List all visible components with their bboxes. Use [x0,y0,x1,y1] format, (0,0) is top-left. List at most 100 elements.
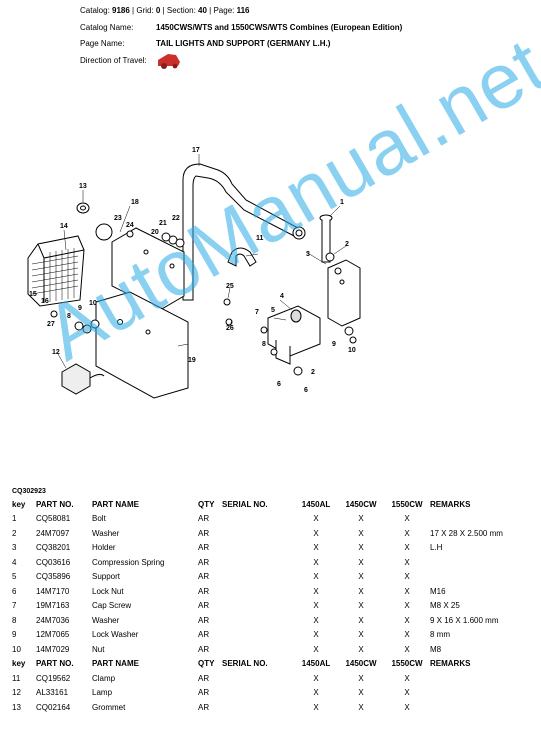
cell-rem: 8 mm [430,630,450,640]
column-header: SERIAL NO. [222,659,268,669]
callout-6: 6 [304,387,308,394]
cell-serial [222,555,294,570]
direction-line: Direction of Travel: [80,56,147,65]
support-bracket-part [267,305,321,365]
cell-a: X [313,557,319,567]
callout-4: 4 [280,293,284,300]
column-header: PART NAME [92,499,139,509]
column-header: key [12,659,26,669]
catalog-name-line: Catalog Name: 1450CWS/WTS and 1550CWS/WTS… [80,23,402,32]
callout-25: 25 [226,283,234,290]
direction-of-travel-icon [158,54,180,69]
cell-serial [222,686,294,701]
callout-26: 26 [226,325,234,332]
catalog-info-line: Catalog: 9186 | Grid: 0 | Section: 40 | … [80,6,250,15]
cell-qty: AR [198,543,210,553]
cell-b: X [358,688,364,698]
cell-b: X [358,615,364,625]
support-plate-part [95,291,189,399]
cell-name: Lock Washer [92,630,139,640]
cell-serial [222,512,294,527]
hardware-parts [50,230,357,376]
cell-serial [222,570,294,585]
catalog-label: Catalog: [80,6,113,15]
page-number: 116 [236,6,250,15]
callout-13: 13 [79,183,87,190]
cell-rem: M16 [430,586,446,596]
cell-key: 13 [12,702,21,712]
callout-10b: 10 [89,300,97,307]
cell-key: 7 [12,601,17,611]
callout-8: 8 [262,341,266,348]
cell-b: X [358,644,364,654]
cell-c: X [404,615,410,625]
callout-1: 1 [340,199,344,206]
section-number: 40 [198,6,207,15]
support-bar-part [182,163,306,301]
mounting-plate-part [111,227,185,311]
cell-rem [430,570,532,585]
column-header: PART NO. [36,499,74,509]
cell-c: X [404,644,410,654]
cell-serial [222,613,294,628]
column-header: QTY [198,499,215,509]
callout-15: 15 [29,291,37,298]
cell-a: X [313,644,319,654]
grommet-part [76,202,90,214]
cell-a: X [313,528,319,538]
cell-name: Lamp [92,688,113,698]
cell-qty: AR [198,688,210,698]
cell-c: X [404,543,410,553]
cell-pn: 14M7029 [36,644,70,654]
cell-pn: 19M7163 [36,601,70,611]
cell-a: X [313,702,319,712]
cell-b: X [358,514,364,524]
cell-c: X [404,601,410,611]
cell-a: X [313,543,319,553]
leader-lines [57,154,347,369]
cell-rem: 17 X 28 X 2.500 mm [430,528,503,538]
cell-rem: 9 X 16 X 1.600 mm [430,615,499,625]
callout-10: 10 [348,347,356,354]
callout-9: 9 [332,341,336,348]
cell-serial [222,584,294,599]
bolt-part [319,214,333,263]
column-header: key [12,499,26,509]
cell-key: 8 [12,615,17,625]
catalog-name-label: Catalog Name: [80,23,134,32]
cell-c: X [404,572,410,582]
column-header: SERIAL NO. [222,499,268,509]
callout-18: 18 [131,199,139,206]
callout-11: 11 [256,235,264,242]
callout-3: 3 [306,251,310,258]
cell-qty: AR [198,644,210,654]
cell-rem [430,512,532,527]
callout-2b: 2 [311,369,315,376]
column-header: 1450CW [345,659,377,669]
cell-a: X [313,673,319,683]
cell-key: 1 [12,514,17,524]
cell-name: Washer [92,615,120,625]
direction-label: Direction of Travel: [80,56,147,65]
grid-label: | Grid: [129,6,156,15]
catalog-name-value: 1450CWS/WTS and 1550CWS/WTS Combines (Eu… [156,23,403,32]
cell-key: 3 [12,543,17,553]
cell-c: X [404,586,410,596]
cell-qty: AR [198,673,210,683]
cell-c: X [404,528,410,538]
cell-pn: 24M7097 [36,528,70,538]
column-header: QTY [198,659,215,669]
cell-key: 6 [12,586,17,596]
cell-b: X [358,702,364,712]
cell-rem: L.H [430,543,443,553]
section-label: | Section: [160,6,199,15]
cell-key: 9 [12,630,17,640]
